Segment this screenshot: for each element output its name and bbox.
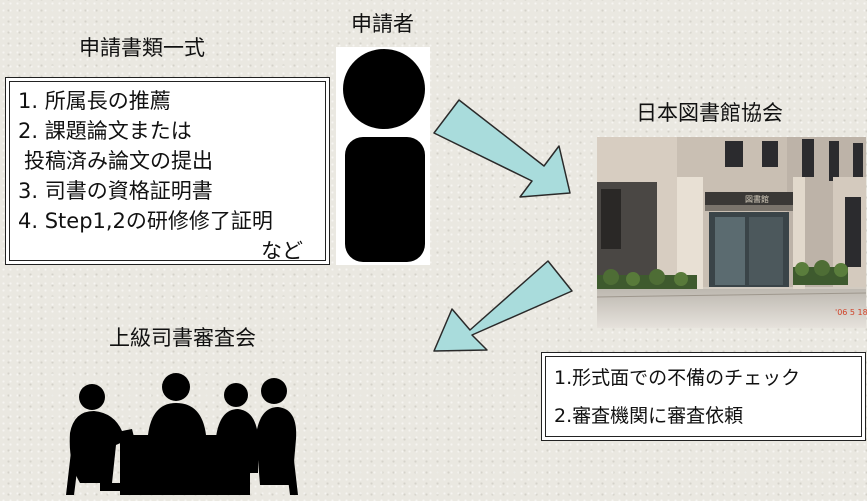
check-item-2: 2.審査機関に審査依頼 (554, 405, 744, 427)
library-building-photo: 図書館 '06 5 18 (596, 137, 867, 328)
applicant-title: 申請者 (351, 12, 414, 36)
checks-box: 1.形式面での不備のチェック 2.審査機関に審査依頼 (541, 352, 866, 441)
association-title: 日本図書館協会 (636, 101, 783, 125)
check-item-1: 1.形式面での不備のチェック (554, 367, 801, 389)
document-item-6: など (261, 239, 303, 263)
committee-title: 上級司書審査会 (109, 326, 256, 350)
person-icon (343, 49, 425, 262)
document-item-4: 3. 司書の資格証明書 (18, 179, 213, 203)
documents-title: 申請書類一式 (79, 36, 205, 60)
meeting-silhouette-icon (66, 373, 298, 495)
building-sign: 図書館 (745, 194, 769, 204)
documents-box: 1. 所属長の推薦 2. 課題論文または 投稿済み論文の提出 3. 司書の資格証… (5, 77, 330, 265)
document-item-3: 投稿済み論文の提出 (24, 149, 213, 173)
document-item-2: 2. 課題論文または (18, 119, 192, 143)
document-item-1: 1. 所属長の推薦 (18, 89, 171, 113)
documents-list: 1. 所属長の推薦 2. 課題論文または 投稿済み論文の提出 3. 司書の資格証… (9, 81, 326, 263)
checks-list: 1.形式面での不備のチェック 2.審査機関に審査依頼 (545, 356, 862, 437)
photo-date-stamp: '06 5 18 (835, 308, 867, 317)
document-item-5: 4. Step1,2の研修修了証明 (18, 209, 273, 233)
